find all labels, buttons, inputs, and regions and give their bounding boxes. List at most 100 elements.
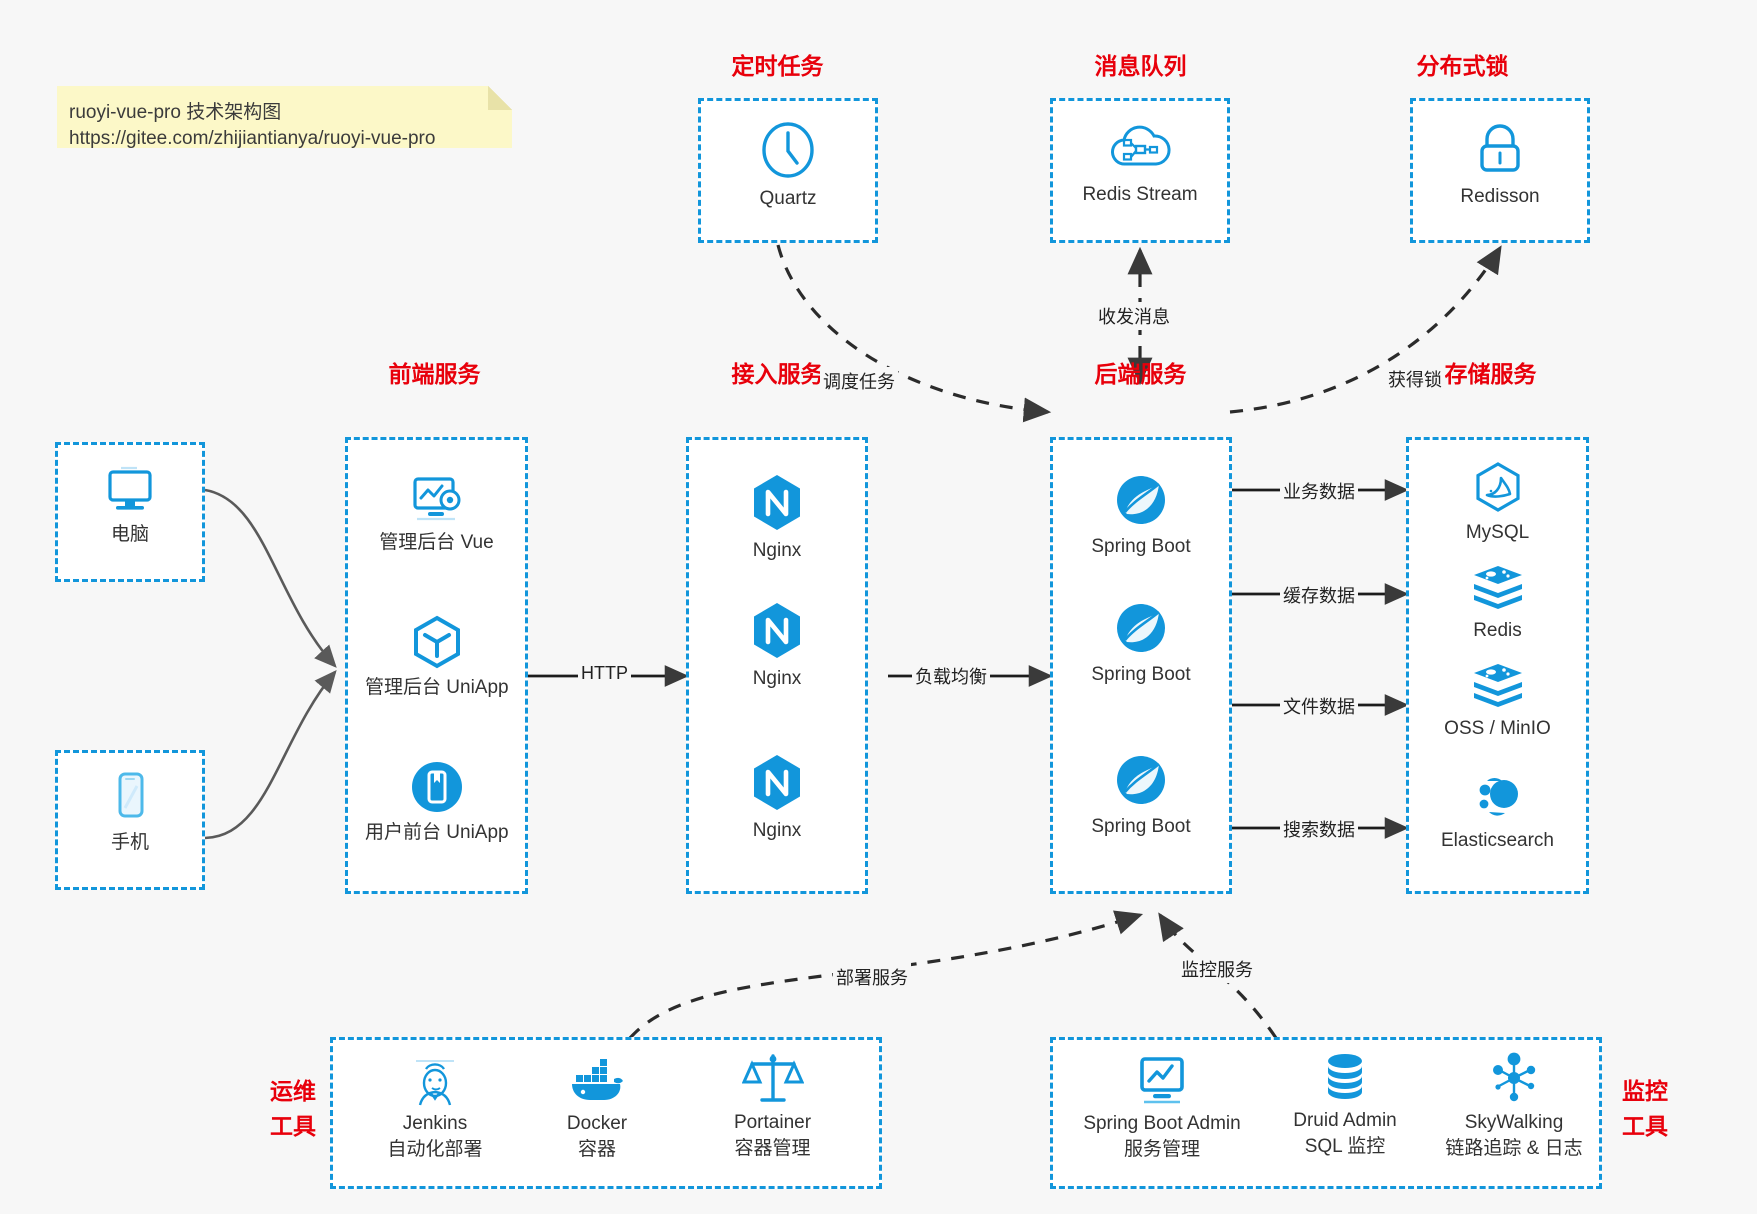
group-title-scheduler: 定时任务	[731, 53, 824, 79]
edge-label-mq: 收发消息	[1095, 302, 1173, 330]
spring-leaf-icon	[1117, 604, 1165, 652]
jenkins-butler-icon	[416, 1060, 454, 1106]
docker-whale-icon	[572, 1059, 623, 1100]
node-label: 手机	[110, 832, 149, 853]
node-user-uniapp[interactable]: 用户前台 UniApp	[365, 758, 509, 846]
node-admin-vue[interactable]: 管理后台 Vue	[365, 470, 508, 556]
edge-label-schedule: 调度任务	[820, 367, 898, 395]
node-portainer[interactable]: Portainer 容器管理	[690, 1050, 855, 1162]
edge-label-business-data: 业务数据	[1280, 477, 1358, 505]
node-label: 管理后台 UniApp	[365, 677, 509, 698]
node-label: Redis	[1473, 620, 1522, 641]
node-label: Spring Boot	[1091, 664, 1191, 685]
group-title-frontend: 前端服务	[388, 361, 481, 387]
group-title-storage: 存储服务	[1444, 361, 1537, 387]
group-title-backend: 后端服务	[1094, 361, 1187, 387]
redis-stack-icon	[1473, 566, 1522, 609]
node-nginx-3[interactable]: Nginx	[706, 752, 848, 844]
node-label: Nginx	[752, 668, 802, 689]
monitor-chart-icon	[1140, 1057, 1184, 1104]
lock-icon	[1480, 124, 1520, 172]
desktop-icon	[108, 466, 152, 510]
node-label: Nginx	[752, 540, 802, 561]
group-box-scheduler	[698, 98, 878, 243]
skywalking-node-icon	[1493, 1052, 1536, 1102]
node-admin-uniapp[interactable]: 管理后台 UniApp	[365, 613, 509, 701]
node-label: Nginx	[752, 820, 802, 841]
node-springboot-3[interactable]: Spring Boot	[1070, 750, 1212, 840]
group-title-lock: 分布式锁	[1416, 53, 1509, 79]
edge-label-deploy: 部署服务	[833, 963, 911, 991]
group-title-gateway: 接入服务	[731, 361, 824, 387]
node-docker[interactable]: Docker 容器	[517, 1053, 677, 1163]
nginx-icon	[754, 475, 800, 530]
node-redis-stream[interactable]: Redis Stream	[1070, 118, 1210, 208]
node-oss-minio[interactable]: OSS / MinIO	[1426, 660, 1569, 742]
group-box-client-mobile	[55, 750, 205, 890]
edge-label-cache-data: 缓存数据	[1280, 581, 1358, 609]
node-label: 管理后台 Vue	[379, 532, 494, 553]
node-skywalking[interactable]: SkyWalking 链路追踪 & 日志	[1428, 1050, 1600, 1162]
note-title: ruoyi-vue-pro 技术架构图	[69, 102, 282, 123]
edge-label-load-balance: 负载均衡	[912, 662, 990, 690]
elasticsearch-icon	[1479, 778, 1518, 816]
dashboard-gear-icon	[412, 477, 460, 521]
node-label: Redis Stream	[1082, 184, 1198, 205]
node-redis[interactable]: Redis	[1426, 562, 1569, 644]
node-nginx-1[interactable]: Nginx	[706, 472, 848, 564]
node-label: Spring Boot	[1091, 816, 1191, 837]
node-label: Quartz	[759, 188, 817, 209]
edge-label-lock: 获得锁	[1385, 365, 1445, 393]
cloud-stream-icon	[1111, 125, 1171, 166]
diagram-note: ruoyi-vue-pro 技术架构图 https://gitee.com/zh…	[57, 86, 512, 149]
node-label: 电脑	[110, 524, 149, 545]
note-url: https://gitee.com/zhijiantianya/ruoyi-vu…	[69, 128, 436, 149]
node-quartz[interactable]: Quartz	[718, 118, 858, 212]
nginx-icon	[754, 755, 800, 810]
node-elasticsearch[interactable]: Elasticsearch	[1426, 768, 1569, 854]
node-description: 链路追踪 & 日志	[1445, 1138, 1583, 1159]
cube-icon	[413, 615, 460, 669]
database-icon	[1328, 1054, 1362, 1099]
node-label: Jenkins	[402, 1113, 468, 1134]
node-label: SkyWalking	[1464, 1112, 1564, 1133]
group-title-devops-line1: 运维	[270, 1078, 316, 1104]
node-label: Druid Admin	[1293, 1110, 1397, 1131]
edge-label-http: HTTP	[578, 662, 631, 685]
node-nginx-2[interactable]: Nginx	[706, 600, 848, 692]
node-jenkins[interactable]: Jenkins 自动化部署	[355, 1053, 515, 1163]
mysql-dolphin-icon	[1475, 462, 1520, 512]
group-box-lock	[1410, 98, 1590, 243]
node-description: 容器管理	[734, 1138, 811, 1159]
clock-icon	[762, 122, 814, 178]
edge-label-monitor: 监控服务	[1178, 955, 1256, 983]
node-label: Spring Boot Admin	[1083, 1113, 1241, 1134]
node-springboot-1[interactable]: Spring Boot	[1070, 470, 1212, 560]
node-druid-admin[interactable]: Druid Admin SQL 监控	[1260, 1050, 1430, 1160]
node-description: 自动化部署	[387, 1139, 483, 1160]
oss-stack-icon	[1473, 664, 1522, 707]
node-spring-boot-admin[interactable]: Spring Boot Admin 服务管理	[1062, 1053, 1262, 1163]
scales-icon	[741, 1054, 804, 1102]
node-desktop[interactable]: 电脑	[75, 462, 185, 548]
node-label: Docker	[566, 1113, 628, 1134]
node-label: OSS / MinIO	[1444, 718, 1551, 739]
group-box-mq	[1050, 98, 1230, 243]
node-redisson[interactable]: Redisson	[1430, 118, 1570, 210]
node-mysql[interactable]: MySQL	[1426, 460, 1569, 546]
note-fold-corner	[488, 86, 512, 110]
group-title-monitor-line2: 工具	[1622, 1113, 1668, 1139]
node-description: SQL 监控	[1304, 1136, 1386, 1157]
node-description: 容器	[577, 1139, 616, 1160]
edge-label-search-data: 搜索数据	[1280, 815, 1358, 843]
mobile-icon	[118, 772, 144, 818]
spring-leaf-icon	[1117, 476, 1165, 524]
node-mobile[interactable]: 手机	[75, 768, 185, 856]
node-label: Redisson	[1460, 186, 1540, 207]
node-label: Spring Boot	[1091, 536, 1191, 557]
group-title-mq: 消息队列	[1094, 53, 1187, 79]
node-label: Elasticsearch	[1441, 830, 1554, 851]
node-label: MySQL	[1465, 522, 1530, 543]
node-springboot-2[interactable]: Spring Boot	[1070, 598, 1212, 688]
